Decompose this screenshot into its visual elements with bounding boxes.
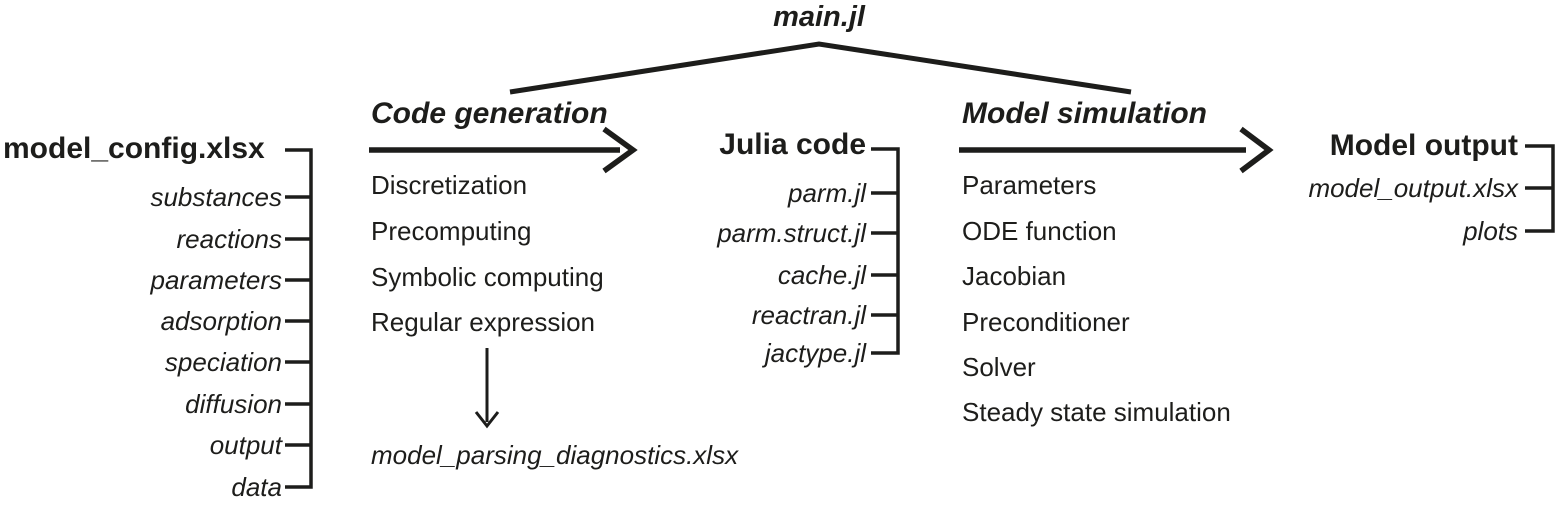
model-simulation-arrow-icon: [959, 126, 1274, 174]
sheet-label-substances: substances: [150, 182, 282, 212]
model-output-bracket: [1525, 144, 1555, 233]
step-label-regular-expression: Regular expression: [371, 307, 596, 337]
model-config-bracket: [285, 148, 313, 489]
sheet-label-adsorption: adsorption: [160, 306, 282, 336]
step-label-symbolic-computing: Symbolic computing: [371, 262, 604, 292]
step-label-ode-function: ODE function: [962, 216, 1117, 246]
step-label-jacobian: Jacobian: [962, 261, 1067, 291]
sheet-label-speciation: speciation: [164, 347, 282, 377]
file-label-parm-jl: parm.jl: [787, 178, 866, 208]
sheet-label-output: output: [209, 430, 282, 460]
code-generation-arrow-icon: [369, 126, 638, 174]
file-label-jactype-jl: jactype.jl: [764, 338, 866, 368]
step-label-parameters: Parameters: [962, 170, 1097, 200]
sheet-label-reactions: reactions: [176, 224, 283, 254]
model-simulation-title: Model simulation: [962, 97, 1208, 130]
diagnostics-down-arrow-icon: [474, 348, 500, 429]
file-label-parm-struct-jl: parm.struct.jl: [717, 218, 866, 248]
main-branch-lines: [509, 41, 1132, 95]
step-label-discretization: Discretization: [371, 170, 528, 200]
code-generation-title: Code generation: [371, 97, 608, 130]
diagnostics-file-label: model_parsing_diagnostics.xlsx: [371, 440, 739, 470]
output-label-model-output-xlsx: model_output.xlsx: [1308, 173, 1518, 203]
step-label-preconditioner: Preconditioner: [962, 307, 1130, 337]
file-label-reactran-jl: reactran.jl: [751, 300, 866, 330]
sheet-label-data: data: [231, 472, 282, 502]
step-label-precomputing: Precomputing: [371, 216, 532, 246]
model-output-title: Model output: [1329, 129, 1518, 162]
model-config-title: model_config.xlsx: [3, 132, 265, 165]
sheet-label-diffusion: diffusion: [185, 389, 282, 419]
root-file-label: main.jl: [773, 1, 865, 33]
output-label-plots: plots: [1463, 216, 1518, 246]
file-label-cache-jl: cache.jl: [777, 260, 866, 290]
step-label-solver: Solver: [962, 352, 1036, 382]
julia-code-bracket: [871, 147, 900, 355]
julia-code-title: Julia code: [719, 128, 866, 161]
sheet-label-parameters: parameters: [150, 265, 283, 295]
step-label-steady-state-simulation: Steady state simulation: [962, 397, 1231, 427]
